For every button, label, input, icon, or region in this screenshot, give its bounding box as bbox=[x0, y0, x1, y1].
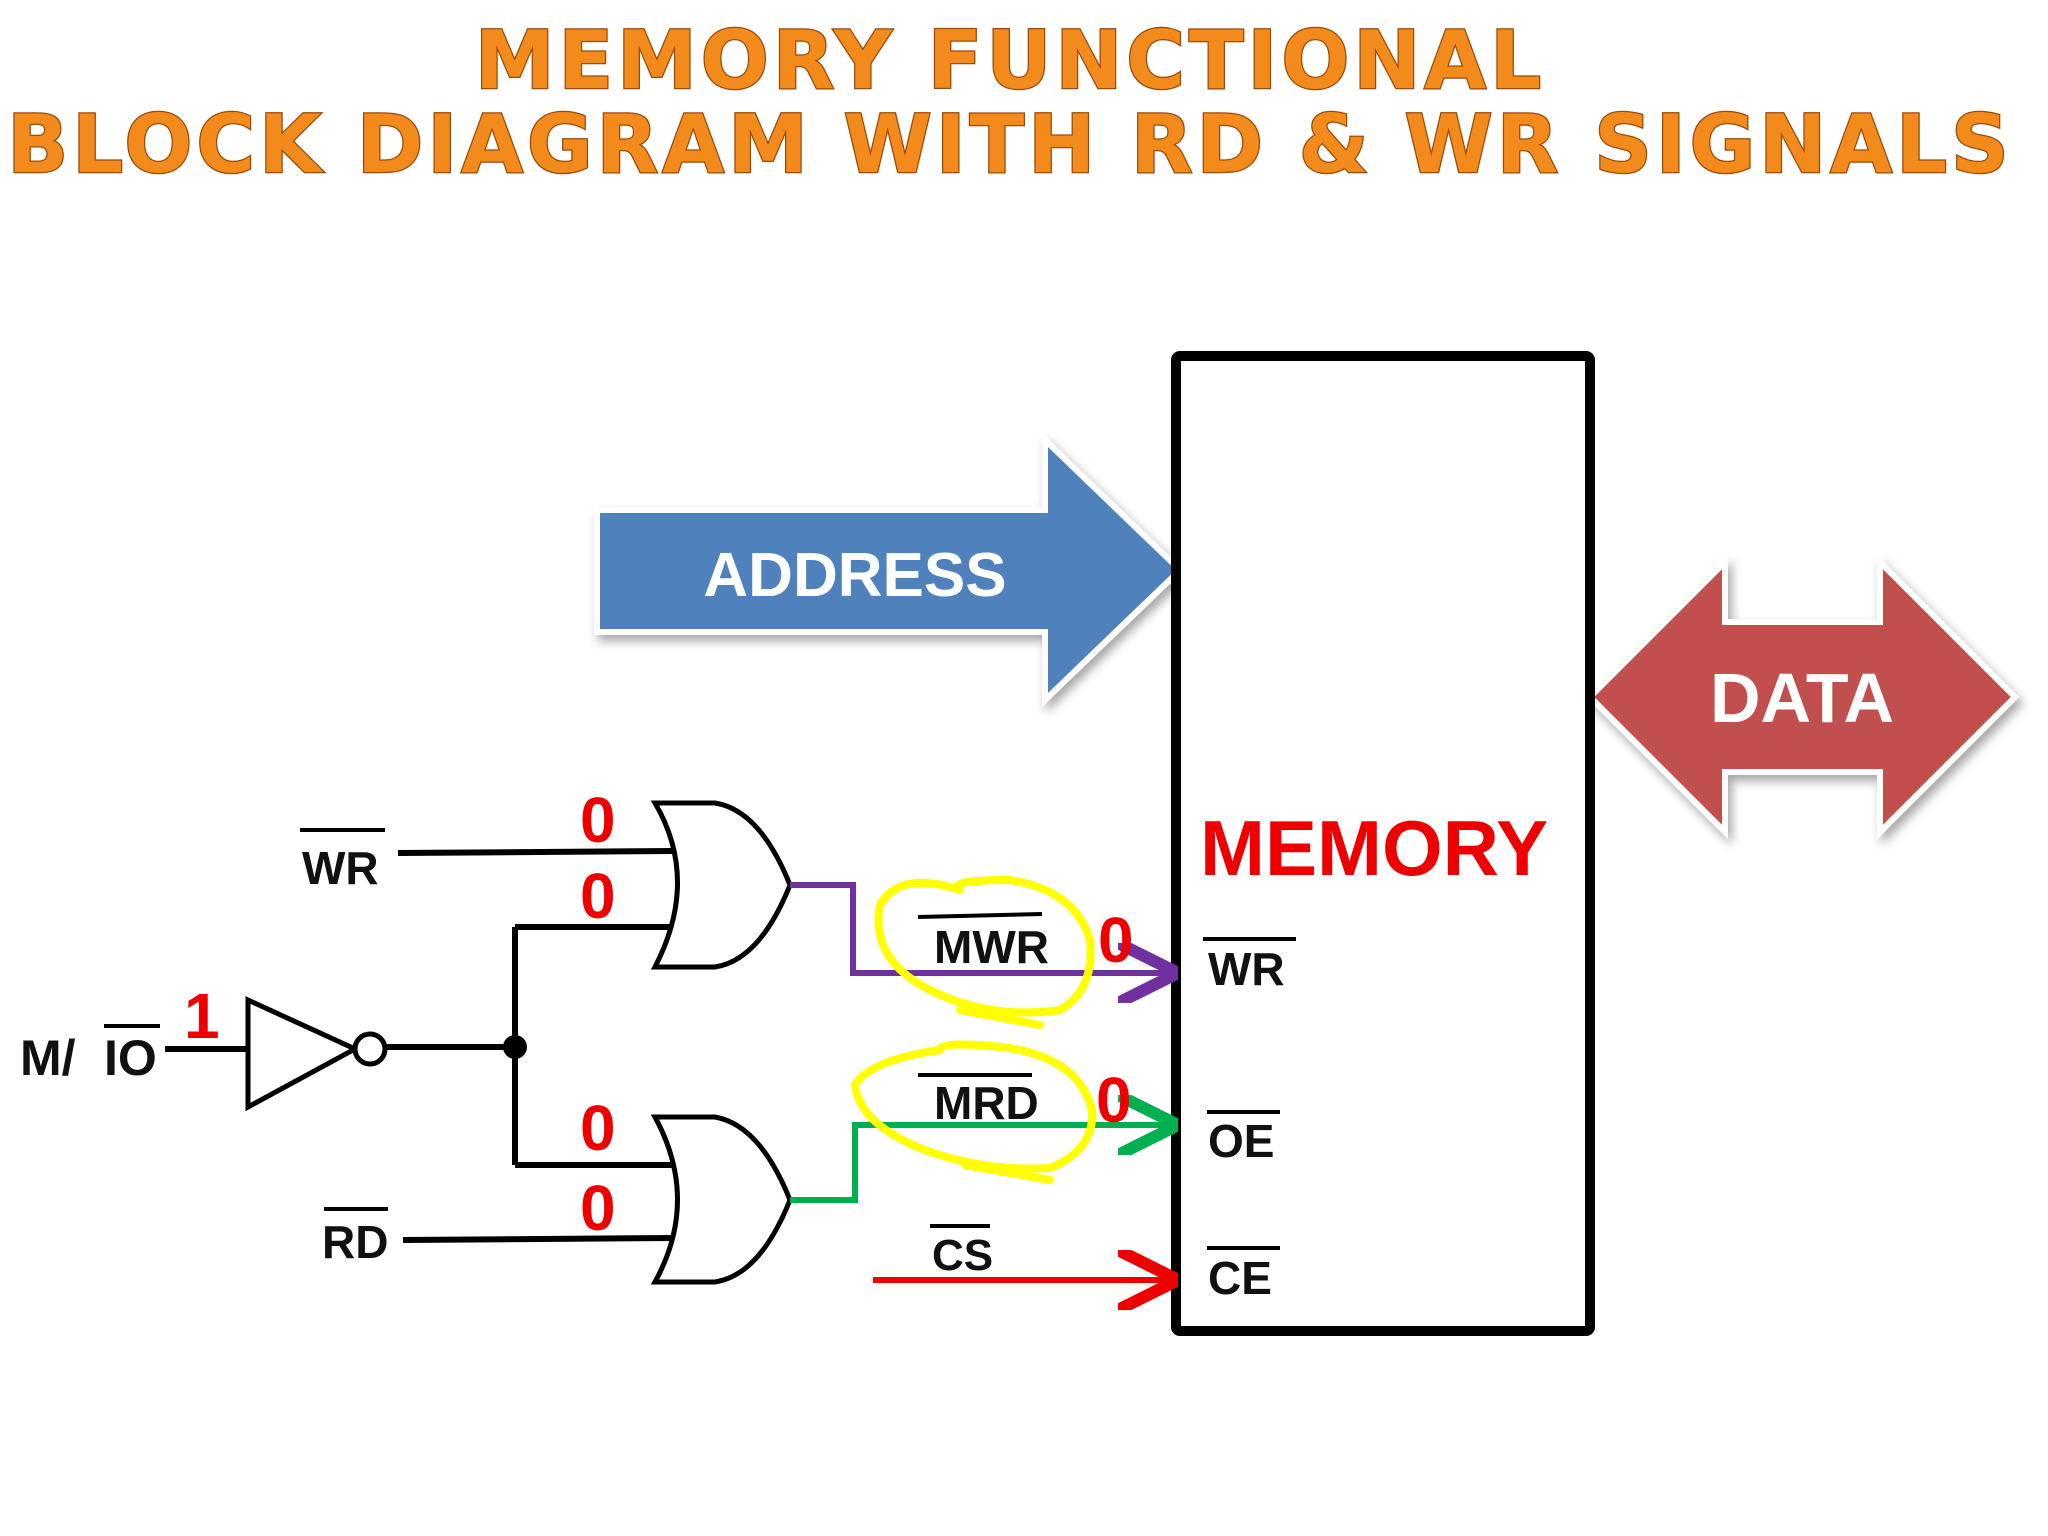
pin-wr-label: WR bbox=[1208, 943, 1285, 995]
or-gate-bottom bbox=[650, 1114, 793, 1285]
mrd-line bbox=[790, 1125, 1166, 1203]
rd-input-label: RD bbox=[322, 1216, 388, 1268]
not-gate bbox=[245, 996, 388, 1112]
title-line-2: BLOCK DIAGRAM WITH RD & WR SIGNALS bbox=[7, 98, 2012, 191]
junction-dot bbox=[503, 1035, 527, 1059]
mrd-label: MRD bbox=[934, 1077, 1039, 1129]
memory-label: MEMORY bbox=[1200, 804, 1548, 892]
mwr-overbar bbox=[917, 912, 1043, 919]
address-arrow: ADDRESS bbox=[594, 432, 1185, 708]
mrd-highlight-circle bbox=[850, 1040, 1097, 1184]
title-line-1: MEMORY FUNCTIONAL bbox=[475, 14, 1545, 107]
mio-label-bar: IO bbox=[104, 1030, 157, 1086]
wr-input-label: WR bbox=[302, 842, 379, 894]
cs-label: CS bbox=[932, 1231, 993, 1280]
pin-ce-label: CE bbox=[1208, 1252, 1272, 1304]
data-label: DATA bbox=[1710, 659, 1894, 737]
mrd-value: 0 bbox=[1096, 1064, 1132, 1136]
mwr-value: 0 bbox=[1098, 904, 1134, 976]
mwr-highlight-circle bbox=[874, 875, 1095, 1029]
or-gate-top bbox=[650, 800, 793, 970]
mwr-label: MWR bbox=[934, 921, 1049, 973]
mio-label-prefix: M/ bbox=[20, 1030, 76, 1086]
or1-input2-value: 0 bbox=[580, 860, 616, 932]
mwr-line bbox=[790, 882, 1166, 973]
address-label: ADDRESS bbox=[703, 541, 1006, 610]
data-arrow: DATA bbox=[1585, 554, 2020, 840]
or2-input2-value: 0 bbox=[580, 1172, 616, 1244]
or2-input1-value: 0 bbox=[580, 1092, 616, 1164]
pin-oe-label: OE bbox=[1208, 1115, 1274, 1167]
or1-input1-value: 0 bbox=[580, 784, 616, 856]
memory-block bbox=[1171, 351, 1595, 1336]
mio-value: 1 bbox=[184, 980, 220, 1052]
